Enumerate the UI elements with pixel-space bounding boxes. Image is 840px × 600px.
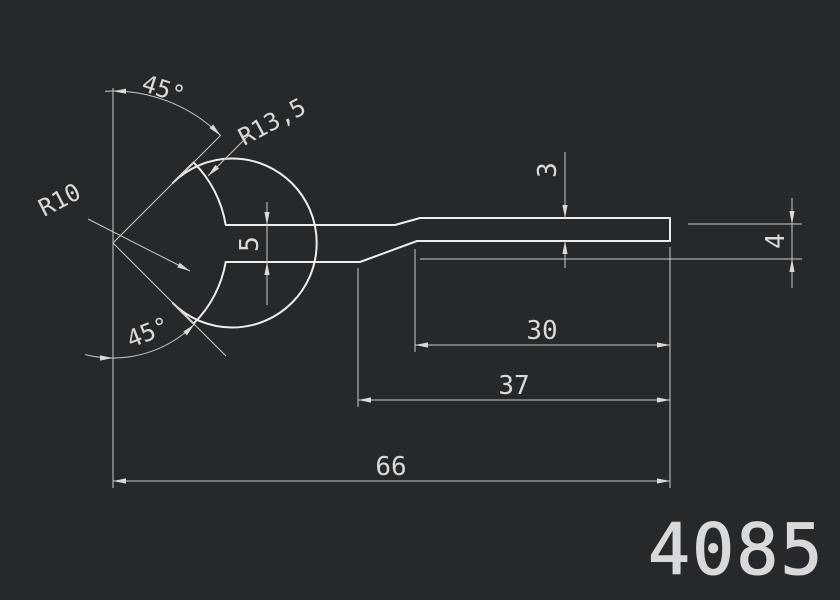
arrowhead [113,478,126,484]
extension-lines [112,88,802,488]
dimension-angle-top: 45° [104,69,221,136]
dim-5-label: 5 [235,236,265,252]
dimension-30: 30 [415,316,670,348]
dim-3-label: 3 [533,162,563,178]
arrowhead [208,164,220,176]
leader-line [87,218,191,272]
dim-4-label: 4 [761,233,791,249]
arrowhead [183,324,195,336]
arrowhead [562,205,568,218]
arrowhead [789,211,795,224]
angle-top-label: 45° [139,69,189,109]
part-number-text: 4085 [648,509,825,591]
dimension-angle-bottom: 45° [85,311,195,361]
arrowhead [657,397,670,403]
radius-outer-label: R13,5 [234,93,311,152]
angle-45-up-line [112,134,222,244]
arrowhead [415,342,428,348]
dim-37-label: 37 [498,371,529,401]
arrowhead [209,124,221,136]
dim-30-label: 30 [526,316,557,346]
arrowhead [264,212,270,225]
angle-arc [85,323,195,359]
arrowhead [177,262,190,271]
leader-r13-5: R13,5 [207,93,311,177]
arrowhead [358,397,371,403]
dimension-4: 4 [761,198,795,288]
arrowhead [113,88,126,94]
radius-inner-label: R10 [34,178,85,223]
arrowhead [100,355,113,361]
angle-bottom-label: 45° [123,311,174,353]
dim-66-label: 66 [375,452,406,482]
dimension-3: 3 [533,152,568,268]
arrowhead [789,259,795,272]
arrowhead [657,478,670,484]
dimension-66: 66 [113,452,670,484]
dimension-5: 5 [235,202,270,305]
angle-45-down-line [112,242,227,357]
arrowhead [264,262,270,275]
dimension-37: 37 [358,371,670,403]
arrowhead [562,241,568,254]
arrowhead [657,342,670,348]
